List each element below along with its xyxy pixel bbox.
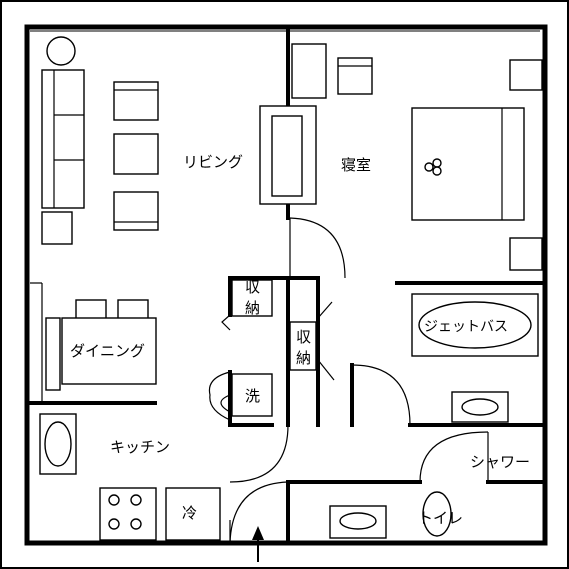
storage-left-char-2: 納 [245,299,260,317]
storage-center-char-2: 納 [296,349,311,367]
bedroom-furniture [291,43,543,271]
room-label-storage-left-1: 収 [245,278,260,296]
room-label-fridge: 冷 [182,504,197,522]
doors [208,217,489,544]
room-label-storage-center-1: 収 [296,328,311,346]
stove-burners-icon [108,494,142,530]
dining-furniture [45,299,157,391]
room-label-storage-left-2: 納 [245,299,260,317]
room-label-toilet: トイレ [418,509,463,527]
storage-boxes [231,279,317,371]
storage-left-char-1: 収 [245,278,260,296]
room-label-kitchen: キッチン [110,438,170,456]
kitchen-fixtures [39,373,273,541]
room-label-jet-bath: ジェットバス [424,319,508,335]
storage-center-char-1: 収 [296,328,311,346]
room-label-shower: シャワー [470,453,530,471]
room-label-living: リビング [183,153,243,171]
room-label-storage-center-2: 納 [296,349,311,367]
entrance-arrow-icon [252,526,264,562]
lamp-icon [424,158,442,176]
room-label-dining: ダイニング [70,342,145,360]
bath-fixtures [329,293,539,539]
room-label-washer: 洗 [245,387,260,405]
room-label-bedroom: 寝室 [341,156,371,174]
living-furniture [41,36,317,245]
